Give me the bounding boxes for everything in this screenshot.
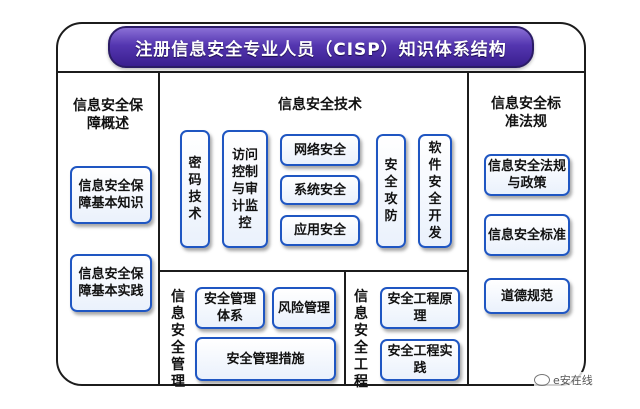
watermark-text: e安在线 bbox=[553, 374, 593, 387]
divider-middle bbox=[159, 270, 468, 272]
divider-bottom-center bbox=[344, 271, 346, 385]
chat-bubble-icon bbox=[534, 374, 550, 386]
box-access-control: 访问控制与审计监控 bbox=[222, 130, 268, 248]
box-standards: 信息安全标准 bbox=[484, 214, 570, 256]
box-engineering-principle: 安全工程原理 bbox=[380, 287, 460, 329]
divider-left bbox=[158, 72, 160, 385]
box-engineering-practice: 安全工程实践 bbox=[380, 339, 460, 381]
box-crypto-label: 密码技术 bbox=[188, 156, 202, 222]
right-heading: 信息安全标准法规 bbox=[491, 96, 561, 130]
left-heading: 信息安全保障概述 bbox=[73, 98, 143, 132]
box-management-measures: 安全管理措施 bbox=[195, 337, 336, 381]
box-basic-knowledge: 信息安全保障基本知识 bbox=[70, 166, 152, 224]
box-system-security: 系统安全 bbox=[280, 175, 360, 205]
management-heading: 信息安全管理 bbox=[171, 289, 185, 390]
box-management-system: 安全管理体系 bbox=[195, 287, 265, 329]
diagram-title: 注册信息安全专业人员（CISP）知识体系结构 bbox=[108, 26, 534, 68]
box-laws-policy: 信息安全法规与政策 bbox=[484, 154, 570, 196]
box-software-development: 软件安全开发 bbox=[418, 134, 452, 248]
watermark: e安在线 bbox=[534, 372, 593, 388]
box-application-security: 应用安全 bbox=[280, 215, 360, 246]
box-risk-management: 风险管理 bbox=[272, 287, 336, 329]
box-attack-defense: 安全攻防 bbox=[376, 134, 406, 248]
box-software-development-label: 软件安全开发 bbox=[428, 141, 442, 241]
box-ethics: 道德规范 bbox=[484, 278, 570, 314]
box-basic-practice: 信息安全保障基本实践 bbox=[70, 254, 152, 312]
box-network-security: 网络安全 bbox=[280, 134, 360, 166]
tech-heading: 信息安全技术 bbox=[278, 97, 362, 113]
engineering-heading: 信息安全工程 bbox=[354, 289, 368, 390]
divider-right bbox=[467, 72, 469, 385]
divider-top bbox=[57, 71, 585, 73]
box-attack-defense-label: 安全攻防 bbox=[384, 158, 398, 224]
box-crypto: 密码技术 bbox=[180, 130, 210, 248]
